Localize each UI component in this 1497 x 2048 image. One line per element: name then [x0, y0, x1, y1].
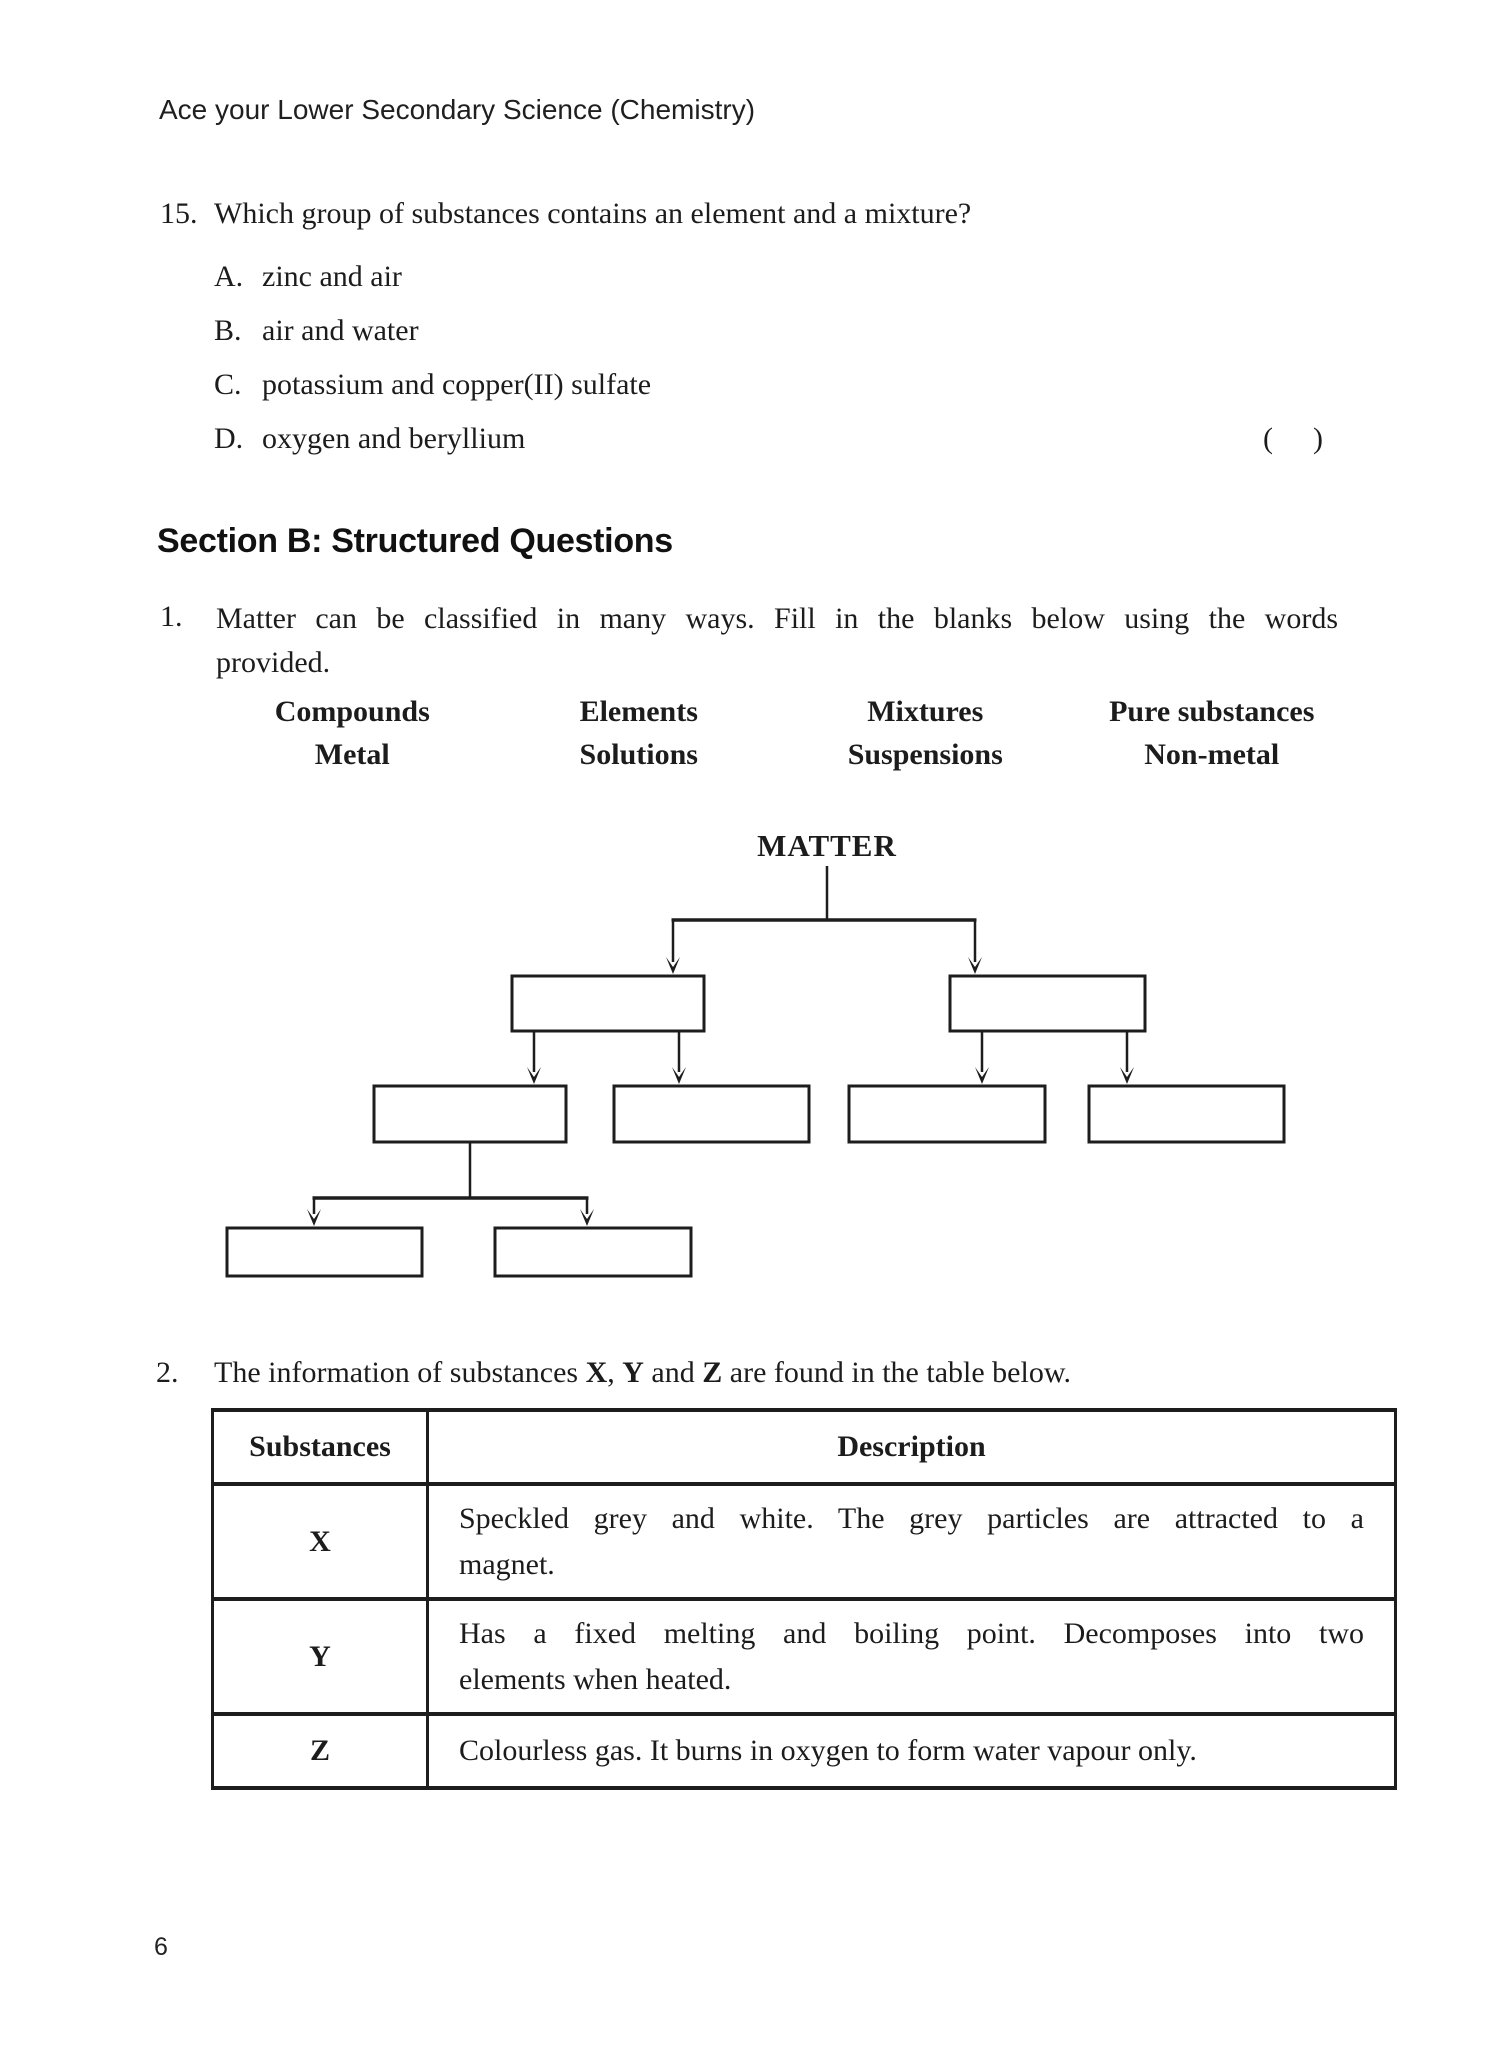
question1-line2: provided.	[216, 646, 331, 679]
word-bank-item-mixtures: Mixtures	[867, 695, 984, 728]
substance-z-description: Colourless gas. It burns in oxygen to fo…	[426, 1712, 1397, 1790]
substance-x-description: Speckled grey and white. The grey partic…	[426, 1482, 1397, 1601]
answer-brackets[interactable]: ()	[1263, 419, 1323, 459]
blank-box-level4-1[interactable]	[225, 1226, 424, 1278]
word-bank-item-suspensions: Suspensions	[847, 738, 1003, 771]
substance-y-description: Has a fixed melting and boiling point. D…	[426, 1597, 1397, 1716]
substance-y-description-line1: Has a fixed melting and boiling point. D…	[459, 1616, 1364, 1650]
word-bank-item-solutions: Solutions	[579, 738, 698, 771]
substance-z-ref: Z	[702, 1356, 723, 1389]
substance-x-ref: X	[585, 1356, 608, 1389]
word-bank-item-non-metal: Non-metal	[1144, 738, 1280, 771]
blank-box-level3-2[interactable]	[612, 1084, 811, 1144]
option-c-letter: C.	[214, 368, 242, 401]
book-title: Ace your Lower Secondary Science (Chemis…	[159, 94, 756, 125]
substance-y-description-line2: elements when heated.	[459, 1662, 732, 1696]
question1-line1: Matter can be classified in many ways. F…	[216, 602, 1338, 635]
option-b-letter: B.	[214, 314, 242, 347]
blank-box-level4-2[interactable]	[493, 1226, 693, 1278]
option-d-letter: D.	[214, 422, 244, 455]
tree-connectors	[312, 866, 1129, 1214]
substance-y-label: Y	[211, 1597, 429, 1716]
word-bank-item-metal: Metal	[314, 738, 390, 771]
answer-bracket-open: (	[1263, 422, 1273, 455]
matter-root-label: MATTER	[757, 828, 897, 863]
substance-x-label: X	[211, 1482, 429, 1601]
tree-blank-boxes	[225, 974, 1286, 1278]
word-bank-item-pure-substances: Pure substances	[1109, 695, 1315, 728]
section-b-heading: Section B: Structured Questions	[157, 522, 673, 560]
option-d-text: oxygen and beryllium	[262, 422, 526, 455]
header-substances: Substances	[211, 1408, 429, 1486]
substance-z-description-line1: Colourless gas. It burns in oxygen to fo…	[459, 1734, 1197, 1767]
question2-text-suffix: are found in the table below.	[722, 1356, 1072, 1389]
blank-box-level3-3[interactable]	[847, 1084, 1047, 1144]
word-bank-item-compounds: Compounds	[274, 695, 430, 728]
substance-x-description-line1: Speckled grey and white. The grey partic…	[459, 1501, 1364, 1535]
blank-box-level2-left[interactable]	[510, 974, 706, 1033]
question2-number: 2.	[156, 1356, 179, 1389]
blank-box-level3-1[interactable]	[372, 1084, 568, 1144]
question15-text: Which group of substances contains an el…	[214, 197, 972, 230]
table-row-z: Z Colourless gas. It burns in oxygen to …	[211, 1712, 1397, 1790]
option-a-text: zinc and air	[262, 260, 402, 293]
question2-text-sep1: ,	[607, 1356, 623, 1389]
table-header-row: Substances Description	[211, 1408, 1397, 1486]
page-number: 6	[154, 1933, 168, 1961]
classification-tree-diagram: MATTER	[225, 828, 1286, 1278]
table-row-x: X Speckled grey and white. The grey part…	[211, 1482, 1397, 1601]
blank-box-level2-right[interactable]	[948, 974, 1147, 1033]
substance-z-label: Z	[211, 1712, 429, 1790]
option-b-text: air and water	[262, 314, 419, 347]
tree-arrowheads	[307, 957, 1134, 1226]
answer-bracket-close: )	[1313, 422, 1323, 455]
blank-box-level3-4[interactable]	[1087, 1084, 1286, 1144]
word-bank: Compounds Elements Mixtures Pure substan…	[209, 690, 1355, 776]
word-bank-item-elements: Elements	[579, 695, 698, 728]
substance-x-description-line2: magnet.	[459, 1547, 555, 1581]
question2-text-prefix: The information of substances	[214, 1356, 586, 1389]
table-row-y: Y Has a fixed melting and boiling point.…	[211, 1597, 1397, 1716]
question1-text: Matter can be classified in many ways. F…	[216, 597, 1338, 685]
option-a-letter: A.	[214, 260, 244, 293]
question1-number: 1.	[160, 600, 183, 633]
question2-text: The information of substances X, Y and Z…	[214, 1353, 1071, 1393]
header-description: Description	[426, 1408, 1397, 1486]
question15-number: 15.	[160, 197, 198, 230]
substance-y-ref: Y	[622, 1356, 644, 1389]
option-c-text: potassium and copper(II) sulfate	[262, 368, 652, 401]
question2-text-sep2: and	[643, 1356, 703, 1389]
substances-table: Substances Description X Speckled grey a…	[211, 1408, 1397, 1790]
